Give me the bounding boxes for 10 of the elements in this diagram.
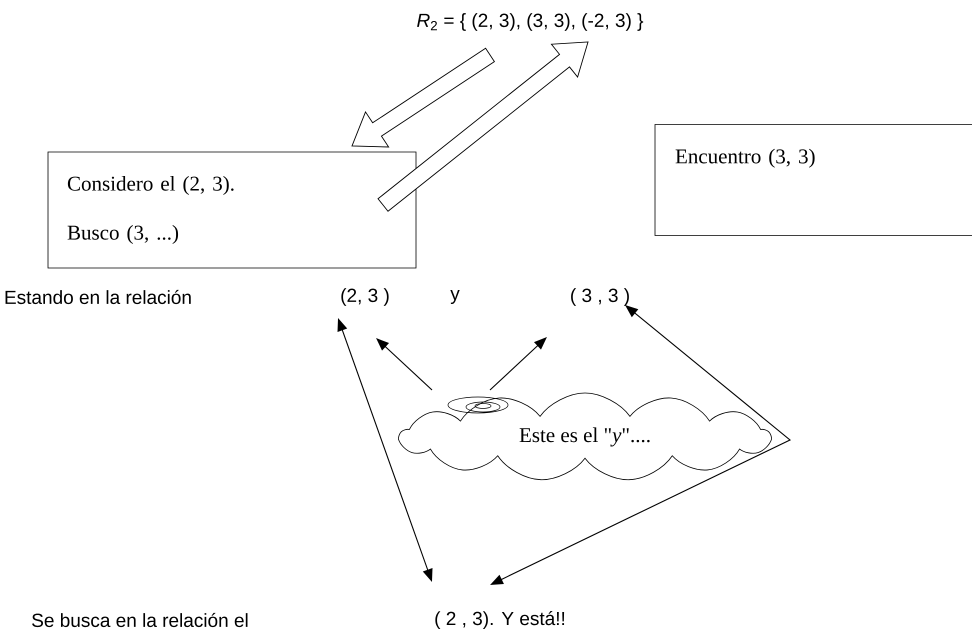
text-label: y — [450, 290, 460, 304]
text-label: R$_{2}$ = { (2, 3), (3, 3), (-2, 3) } — [417, 13, 644, 31]
text-box: Considero el (2, 3). Busco (3, ...) — [48, 152, 416, 268]
text-label: (2, 3 ) — [341, 288, 389, 306]
text-label: ( 3 , 3 ) — [571, 288, 629, 306]
text-label: Se busca en la relación el — [32, 612, 248, 628]
text-box: Encuentro (3, 3) — [654, 124, 972, 236]
text-label: Estando en la relación — [6, 290, 191, 304]
text-label: ( 2 , 3). Y está!! — [435, 611, 564, 629]
thought-cloud: Este es el "y".... — [398, 392, 772, 480]
